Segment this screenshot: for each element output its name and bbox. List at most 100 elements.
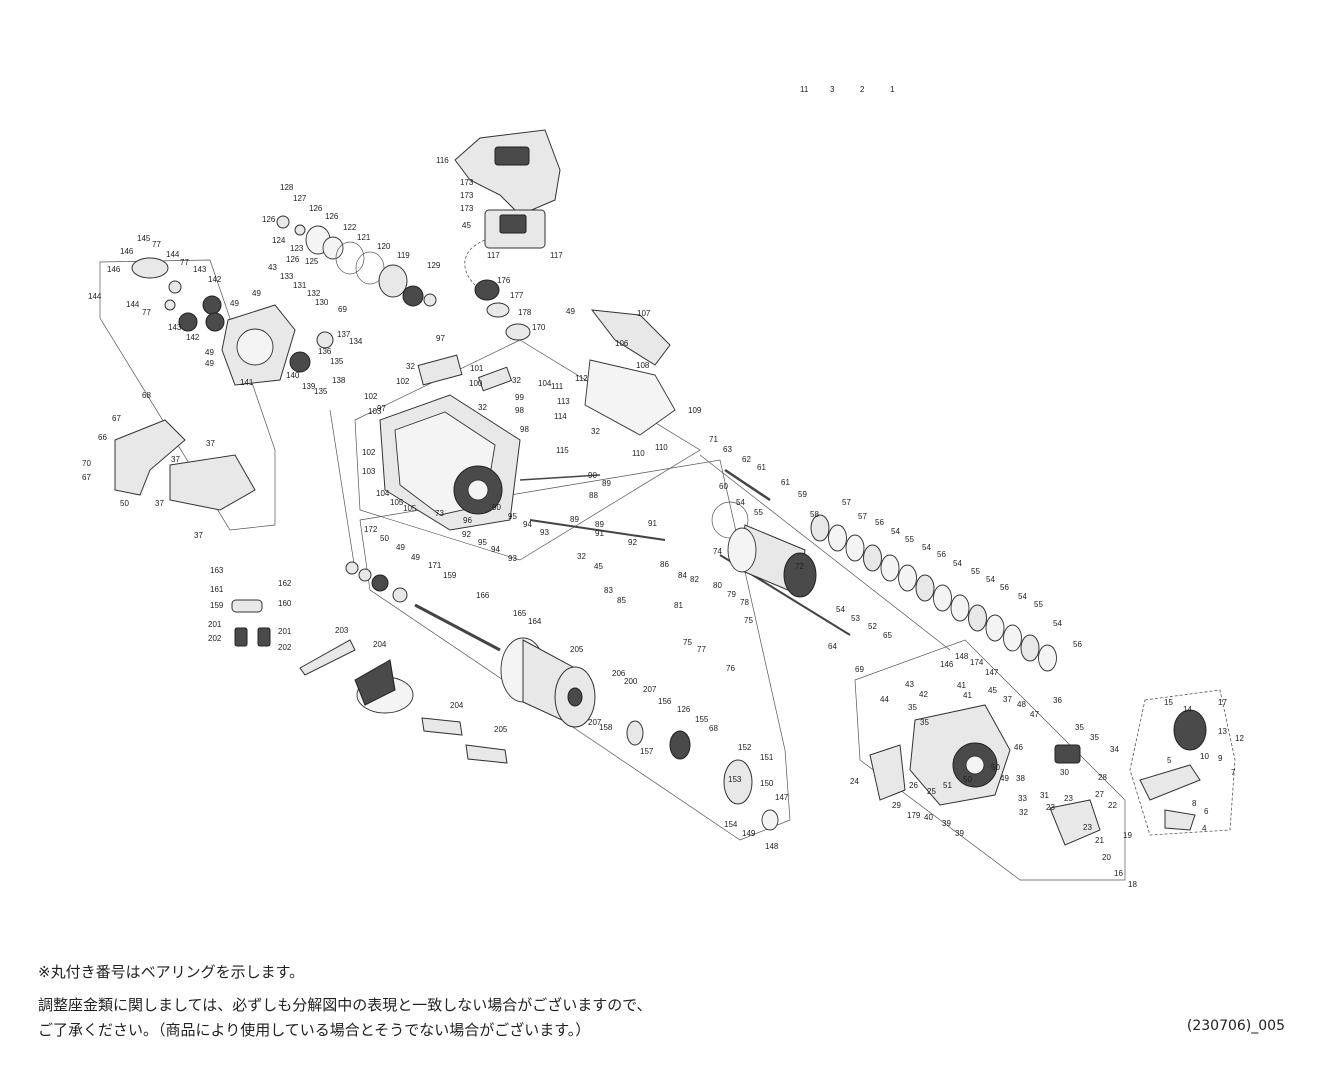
part-number-label: 35: [908, 703, 917, 712]
part-number-label: 109: [688, 406, 702, 415]
part-number-label: 36: [1053, 696, 1062, 705]
washer: [1020, 634, 1040, 662]
part-number-label: 128: [280, 183, 294, 192]
part-number-label: 104: [538, 379, 552, 388]
adjust-note-line1: 調整座金類に関しましては、必ずしも分解図中の表現と一致しない場合がございますので…: [38, 996, 652, 1014]
part-number-label: 126: [325, 212, 339, 221]
part-number-label: 146: [107, 265, 121, 274]
part-number-label: 16: [1114, 869, 1123, 878]
part-number-label: 148: [955, 652, 969, 661]
washer: [1038, 644, 1057, 672]
part-number-label: 113: [557, 397, 570, 406]
part-number-label: 41: [957, 681, 966, 690]
part-number-label: 164: [528, 617, 542, 626]
part-number-label: 110: [632, 449, 645, 458]
part-number-label: 21: [1095, 836, 1104, 845]
part-number-label: 49: [566, 307, 575, 316]
part-number-label: 102: [364, 392, 378, 401]
part-number-label: 45: [988, 686, 997, 695]
part-number-label: 49: [205, 359, 214, 368]
part-number-label: 88: [589, 491, 598, 500]
part-number-label: 119: [397, 251, 410, 260]
part-number-label: 50: [120, 499, 129, 508]
part-number-label: 144: [88, 292, 102, 301]
part-number-label: 150: [760, 779, 774, 788]
part-number-label: 90: [588, 471, 597, 480]
part-number-label: 148: [765, 842, 779, 851]
part-number-label: 143: [168, 323, 182, 332]
part-number-label: 35: [1075, 723, 1084, 732]
part-number-label: 84: [678, 571, 687, 580]
part-number-label: 77: [152, 240, 161, 249]
part-number-label: 107: [637, 309, 651, 318]
part-number-label: 147: [985, 668, 999, 677]
part-number-label: 126: [309, 204, 323, 213]
part-number-label: 96: [463, 516, 472, 525]
part-number-label: 66: [98, 433, 107, 442]
part-number-label: 155: [695, 715, 709, 724]
part-number-label: 140: [286, 371, 300, 380]
part-number-label: 54: [922, 543, 931, 552]
rings-top: [276, 215, 437, 307]
part-number-label: 75: [683, 638, 692, 647]
part-number-label: 55: [754, 508, 763, 517]
washer: [898, 564, 917, 592]
motor: [711, 501, 817, 598]
part-number-label: 32: [1019, 808, 1028, 817]
part-number-label: 200: [624, 677, 638, 686]
part-number-label: 22: [1108, 801, 1117, 810]
part-number-label: 94: [491, 545, 500, 554]
part-number-label: 174: [970, 658, 984, 667]
part-number-label: 207: [588, 718, 602, 727]
part-number-label: 6: [1204, 807, 1209, 816]
part-number-label: 162: [278, 579, 292, 588]
washer: [950, 594, 970, 622]
part-number-label: 91: [595, 529, 604, 538]
part-number-label: 14: [1183, 705, 1192, 714]
part-number-label: 37: [171, 455, 180, 464]
part-number-label: 102: [396, 377, 410, 386]
part-number-label: 68: [142, 391, 151, 400]
part-number-label: 138: [332, 376, 346, 385]
part-number-label: 173: [460, 191, 474, 200]
part-number-label: 39: [942, 819, 951, 828]
part-number-label: 94: [523, 520, 532, 529]
left-gear-cluster: [131, 257, 334, 386]
main-frame: [379, 354, 521, 531]
part-number-label: 105: [390, 498, 404, 507]
part-number-label: 77: [142, 308, 151, 317]
washer: [985, 614, 1005, 642]
bearing-note: ※丸付き番号はベアリングを示します。: [38, 963, 305, 981]
part-number-label: 101: [470, 364, 484, 373]
lower-left-parts: [231, 561, 508, 764]
part-number-label: 50: [380, 534, 389, 543]
part-number-label: 18: [1128, 880, 1137, 889]
side-covers: [114, 419, 256, 511]
part-number-label: 159: [210, 601, 224, 610]
part-number-label: 127: [293, 194, 307, 203]
shafts: [414, 468, 851, 652]
part-number-label: 163: [210, 566, 224, 575]
part-number-label: 61: [781, 478, 790, 487]
part-number-label: 62: [742, 455, 751, 464]
part-number-label: 177: [510, 291, 524, 300]
washer: [933, 584, 952, 612]
part-number-label: 89: [570, 515, 579, 524]
part-number-label: 49: [252, 289, 261, 298]
part-number-label: 54: [1053, 619, 1062, 628]
part-number-label: 202: [278, 643, 292, 652]
group-outlines: [99, 259, 1236, 881]
part-number-label: 54: [953, 559, 962, 568]
part-number-label: 17: [1218, 698, 1227, 707]
part-number-label: 32: [577, 552, 586, 561]
part-number-label: 170: [532, 323, 546, 332]
part-number-label: 205: [494, 725, 508, 734]
part-number-label: 26: [909, 781, 918, 790]
part-number-label: 143: [193, 265, 207, 274]
part-number-label: 160: [278, 599, 292, 608]
part-number-label: 9: [1218, 754, 1223, 763]
part-number-label: 131: [293, 281, 307, 290]
part-number-label: 104: [376, 489, 390, 498]
part-number-label: 158: [599, 723, 613, 732]
